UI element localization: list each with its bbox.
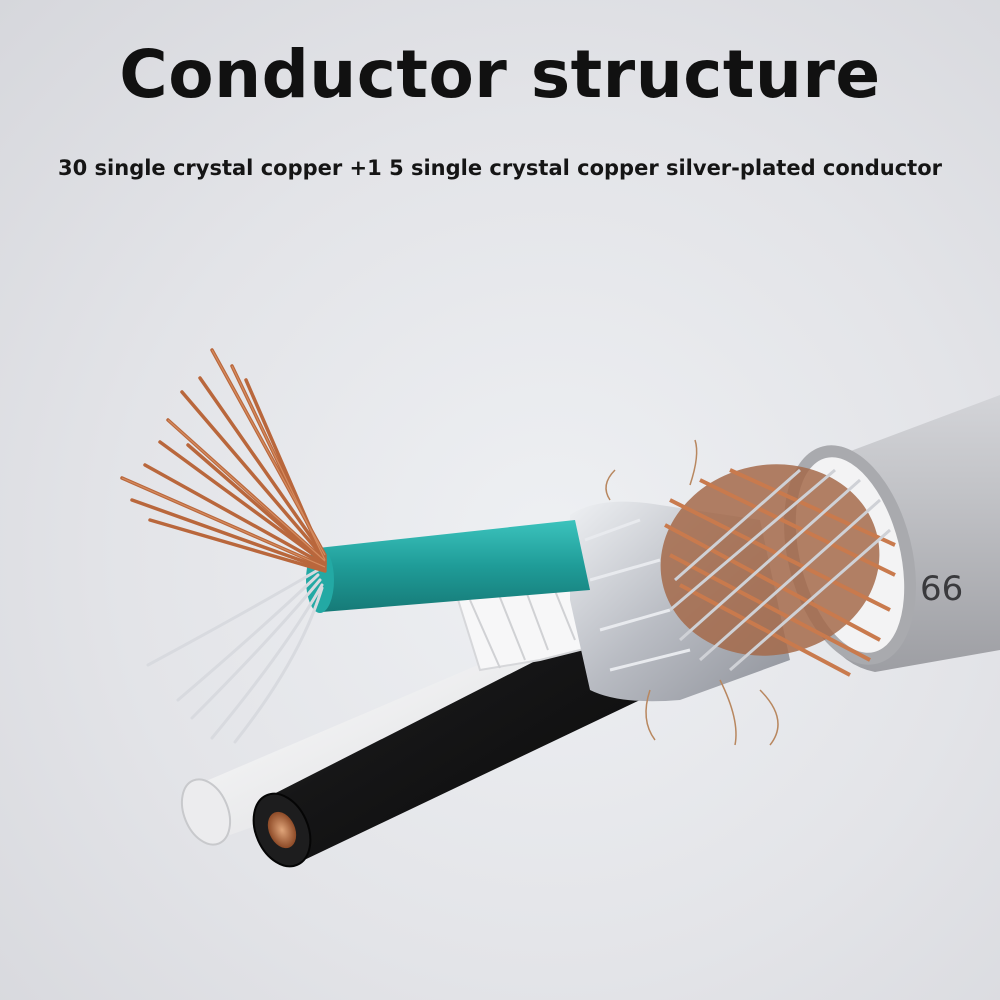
silver-strands [146,568,324,744]
copper-strands [120,348,327,573]
black-conductor [252,628,640,868]
jacket-print-text: 66 [920,569,963,609]
page-subtitle: 30 single crystal copper +1 5 single cry… [58,156,942,180]
braided-shield [605,439,896,746]
page-title: Conductor structure [119,36,881,113]
